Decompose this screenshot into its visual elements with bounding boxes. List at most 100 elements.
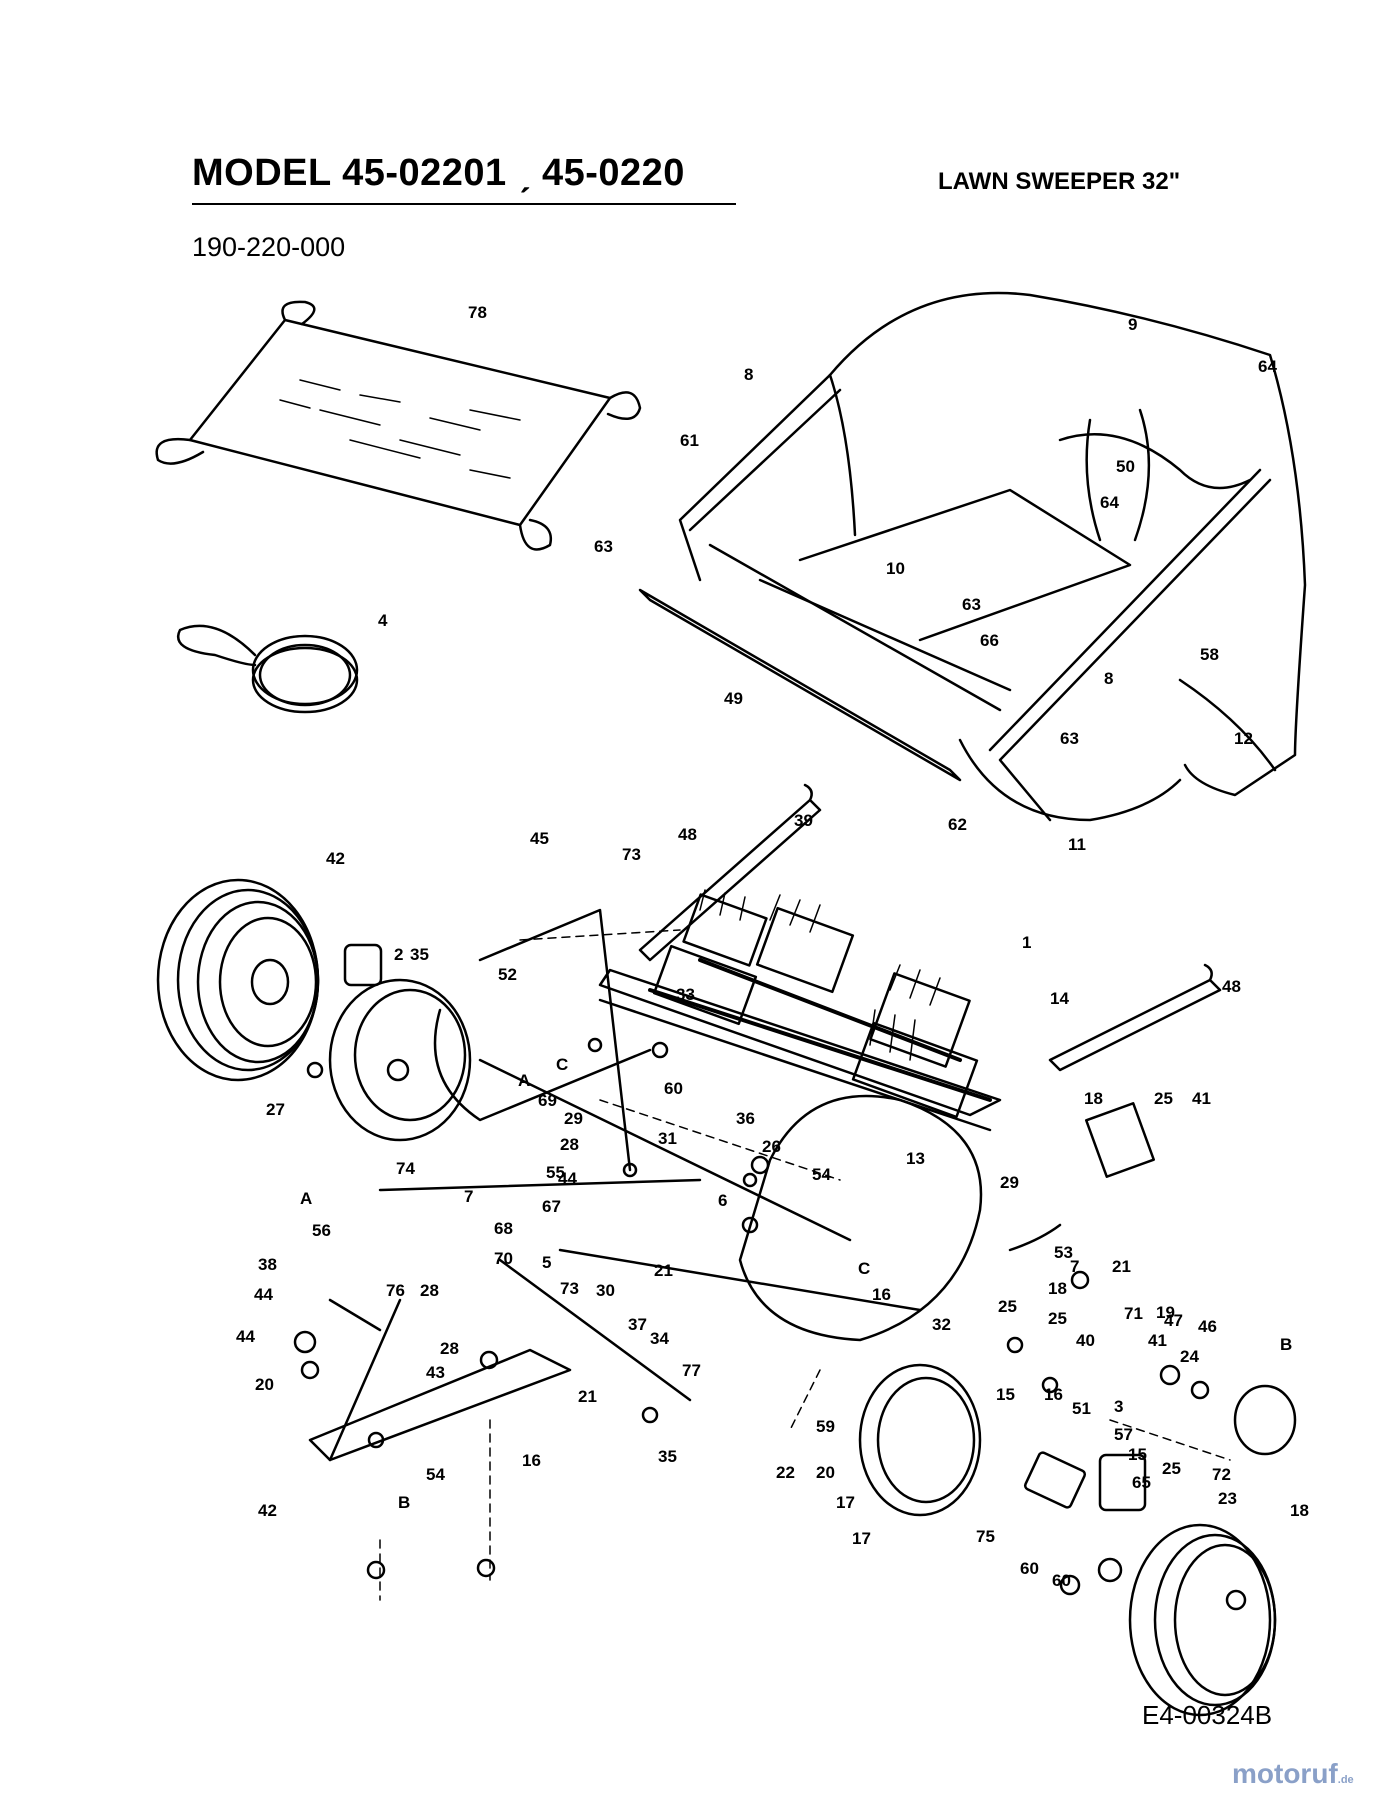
callout-26: 26 (762, 1137, 781, 1156)
callout-66: 66 (980, 631, 999, 650)
callout-19: 19 (1156, 1303, 1175, 1322)
callout-60: 60 (1052, 1571, 1071, 1590)
title-underline (192, 203, 736, 205)
callout-53: 53 (1054, 1243, 1073, 1262)
callout-38: 38 (258, 1255, 277, 1274)
callout-23: 23 (1218, 1489, 1237, 1508)
callout-1: 1 (1022, 933, 1031, 952)
callout-50: 50 (1116, 457, 1135, 476)
callout-75: 75 (976, 1527, 995, 1546)
callout-73: 73 (560, 1279, 579, 1298)
brush-brackets (638, 783, 1222, 1072)
callout-28: 28 (420, 1281, 439, 1300)
callout-10: 10 (886, 559, 905, 578)
callout-73: 73 (622, 845, 641, 864)
callout-15: 15 (1128, 1445, 1147, 1464)
part-number: 190-220-000 (192, 232, 346, 262)
callout-58: 58 (1200, 645, 1219, 664)
callout-36: 36 (736, 1109, 755, 1128)
callout-13: 13 (906, 1149, 925, 1168)
callout-56: 56 (312, 1221, 331, 1240)
left-drive (328, 943, 472, 1142)
callout-64: 64 (1100, 493, 1119, 512)
callout-44: 44 (254, 1285, 273, 1304)
callout-74: 74 (396, 1159, 415, 1178)
callout-16: 16 (522, 1451, 541, 1470)
callout-25: 25 (1162, 1459, 1181, 1478)
callout-62: 62 (948, 815, 967, 834)
callout-9: 9 (1128, 315, 1137, 334)
callout-49: 49 (724, 689, 743, 708)
callout-8: 8 (1104, 669, 1113, 688)
callout-21: 21 (1112, 1257, 1131, 1276)
callout-78: 78 (468, 303, 487, 322)
callout-43: 43 (426, 1363, 445, 1382)
callout-B: B (398, 1493, 410, 1512)
callout-29: 29 (564, 1109, 583, 1128)
callout-48: 48 (678, 825, 697, 844)
callout-41: 41 (1192, 1089, 1211, 1108)
lower-plate (308, 1298, 572, 1462)
callout-6: 6 (718, 1191, 727, 1210)
callout-60: 60 (1020, 1559, 1039, 1578)
callout-3: 3 (1114, 1397, 1123, 1416)
callout-54: 54 (812, 1165, 831, 1184)
left-wheel (156, 878, 320, 1082)
callout-47: 47 (1164, 1311, 1183, 1330)
callout-17: 17 (836, 1493, 855, 1512)
callout-37: 37 (628, 1315, 647, 1334)
callout-42: 42 (258, 1501, 277, 1520)
callout-20: 20 (816, 1463, 835, 1482)
callout-34: 34 (650, 1329, 669, 1348)
callout-35: 35 (410, 945, 429, 964)
callout-7: 7 (1070, 1257, 1079, 1276)
coiled-cord (177, 624, 359, 714)
callout-25: 25 (1154, 1089, 1173, 1108)
callout-18: 18 (1290, 1501, 1309, 1520)
callout-30: 30 (596, 1281, 615, 1300)
callout-16: 16 (1044, 1385, 1063, 1404)
callout-A: A (518, 1071, 530, 1090)
callout-11: 11 (1068, 835, 1086, 854)
callout-12: 12 (1234, 729, 1253, 748)
callout-46: 46 (1198, 1317, 1217, 1336)
callout-39: 39 (794, 811, 813, 830)
watermark-logo: motoruf.de (1232, 1758, 1354, 1789)
callout-4: 4 (378, 611, 388, 630)
side-hardware (1008, 1102, 1210, 1596)
callout-22: 22 (776, 1463, 795, 1482)
callout-61: 61 (680, 431, 699, 450)
callout-20: 20 (255, 1375, 274, 1394)
callout-44: 44 (558, 1169, 577, 1188)
callout-51: 51 (1072, 1399, 1091, 1418)
callout-29: 29 (1000, 1173, 1019, 1192)
callout-17: 17 (852, 1529, 871, 1548)
callout-63: 63 (962, 595, 981, 614)
callout-33: 33 (676, 985, 695, 1004)
callout-72: 72 (1212, 1465, 1231, 1484)
callout-63: 63 (594, 537, 613, 556)
callout-57: 57 (1114, 1425, 1133, 1444)
callout-27: 27 (266, 1100, 285, 1119)
callout-A: A (300, 1189, 312, 1208)
callout-2: 2 (394, 945, 403, 964)
callout-16: 16 (872, 1285, 891, 1304)
callout-C: C (556, 1055, 568, 1074)
callout-54: 54 (426, 1465, 445, 1484)
product-subtitle: LAWN SWEEPER 32" (938, 168, 1181, 195)
callout-40: 40 (1076, 1331, 1095, 1350)
callout-70: 70 (494, 1249, 513, 1268)
callout-32: 32 (932, 1315, 951, 1334)
right-drive (858, 1363, 1297, 1717)
fasteners (293, 1037, 1059, 1580)
callout-71: 71 (1124, 1304, 1143, 1323)
callout-65: 65 (1132, 1473, 1151, 1492)
callout-67: 67 (542, 1197, 561, 1216)
callout-25: 25 (998, 1297, 1017, 1316)
callout-7: 7 (464, 1187, 473, 1206)
callout-8: 8 (744, 365, 753, 384)
callout-68: 68 (494, 1219, 513, 1238)
callout-25: 25 (1048, 1309, 1067, 1328)
